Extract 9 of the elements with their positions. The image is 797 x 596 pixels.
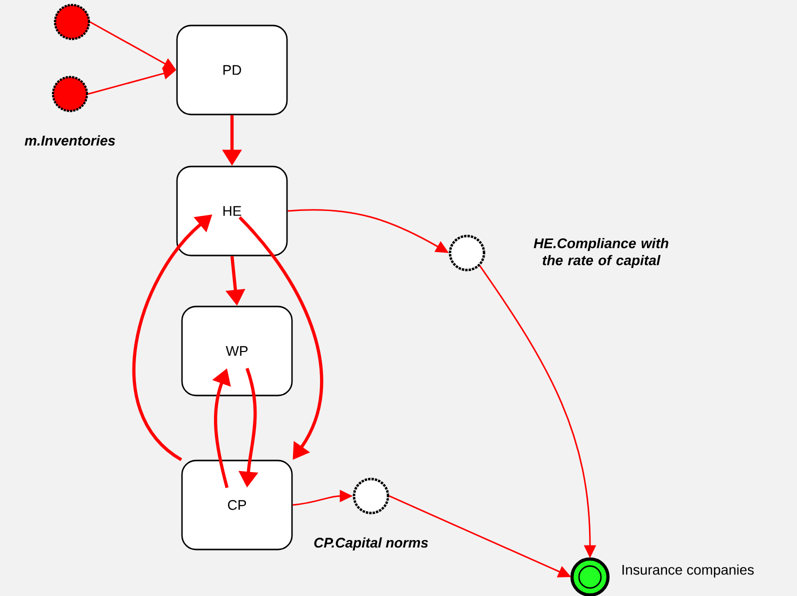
node-caption: Insurance companies <box>622 564 754 578</box>
process-box: PD <box>176 24 288 116</box>
process-box: HE <box>176 166 288 256</box>
process-box: WP <box>181 306 293 396</box>
node-caption: CP.Capital norms <box>314 537 428 550</box>
node-caption: HE.Compliance with the rate of capital <box>534 238 668 268</box>
process-box: CP <box>181 460 293 550</box>
node-caption: m.Inventories <box>24 135 116 146</box>
source-circle <box>54 4 90 40</box>
